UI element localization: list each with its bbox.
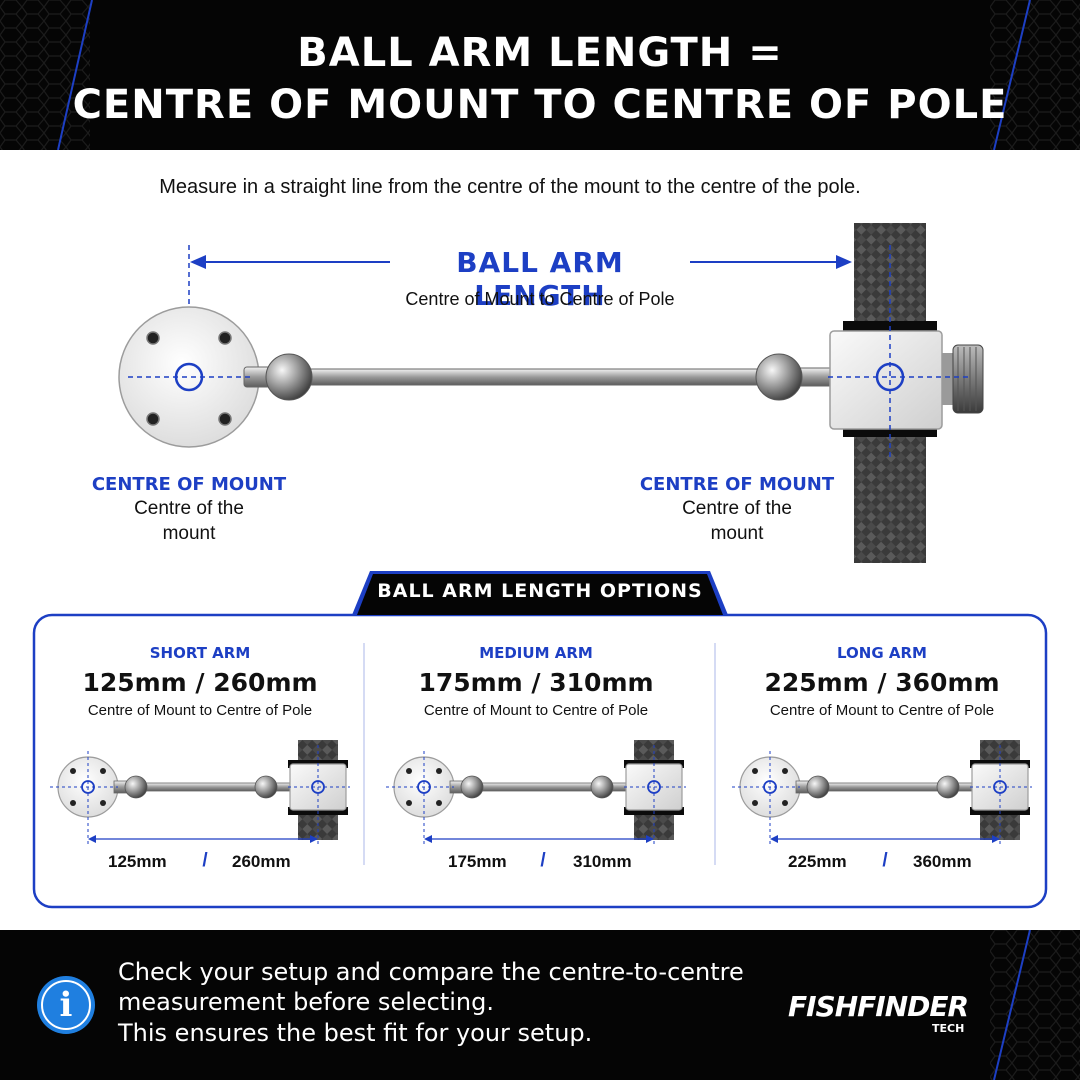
option-dim-sep: / <box>540 850 546 871</box>
mini-rod <box>813 782 995 792</box>
mini-mount-centre <box>81 780 95 794</box>
left-label-line1: Centre of the <box>134 498 244 519</box>
footer-hex-texture <box>37 930 1080 1080</box>
options-frame <box>32 571 1048 909</box>
mini-ball-right <box>590 775 614 799</box>
option-dim-a: 175mm <box>448 852 507 871</box>
dimension-arrow-right <box>836 255 852 269</box>
ball-left <box>265 353 313 401</box>
mini-pole-centre <box>993 780 1007 794</box>
header-banner: BALL ARM LENGTH = CENTRE OF MOUNT TO CEN… <box>0 0 1080 150</box>
option-dim-b: 260mm <box>232 852 291 871</box>
header-hex-texture <box>0 0 1080 150</box>
option-name: MEDIUM ARM <box>479 644 593 662</box>
options-tab <box>357 574 723 615</box>
mini-ball-right <box>936 775 960 799</box>
option-short-arm: SHORT ARM 125mm / 260mm Centre of Mount … <box>40 640 360 890</box>
option-dim-sep: / <box>882 850 888 871</box>
dimension-arrow-left <box>190 255 206 269</box>
option-dim-a: 225mm <box>788 852 847 871</box>
footer-line2: measurement before selecting. <box>118 988 494 1016</box>
options-tab-label: BALL ARM LENGTH OPTIONS <box>377 580 703 602</box>
option-name: SHORT ARM <box>149 644 251 662</box>
mini-pole-centre <box>647 780 661 794</box>
right-label-line2: mount <box>710 523 764 544</box>
left-label-line2: mount <box>162 523 216 544</box>
option-dim-a: 125mm <box>108 852 167 871</box>
header-title-line2: CENTRE OF MOUNT TO CENTRE OF POLE <box>72 82 1008 128</box>
option-size: 125mm / 260mm <box>82 668 318 697</box>
ball-arm-rod <box>289 368 771 386</box>
intro-text: Measure in a straight line from the cent… <box>159 176 861 198</box>
mini-ball-left <box>124 775 148 799</box>
option-long-arm: LONG ARM 225mm / 360mm Centre of Mount t… <box>722 640 1042 890</box>
option-medium-arm: MEDIUM ARM 175mm / 310mm Centre of Mount… <box>376 640 696 890</box>
option-mini-diagram <box>732 740 1032 847</box>
mini-ball-right <box>254 775 278 799</box>
option-desc: Centre of Mount to Centre of Pole <box>87 702 313 719</box>
option-desc: Centre of Mount to Centre of Pole <box>423 702 649 719</box>
option-desc: Centre of Mount to Centre of Pole <box>769 702 995 719</box>
footer-line3: This ensures the best fit for your setup… <box>118 1019 593 1047</box>
option-size: 175mm / 310mm <box>418 668 654 697</box>
main-diagram <box>118 223 984 563</box>
info-icon <box>37 976 95 1034</box>
option-dim-sep: / <box>202 850 208 871</box>
info-icon-glyph: i <box>59 985 73 1025</box>
mount-centre-marker <box>174 362 204 392</box>
option-name: LONG ARM <box>837 644 927 662</box>
mini-mount-centre <box>763 780 777 794</box>
option-dim-b: 360mm <box>913 852 972 871</box>
mini-ball-left <box>806 775 830 799</box>
mini-rod <box>467 782 649 792</box>
pole-clamp <box>829 330 943 430</box>
footer-banner: i Check your setup and compare the centr… <box>0 930 1080 1080</box>
pole-centre-marker <box>875 362 905 392</box>
diagram-subtitle: Centre of Mount to Centre of Pole <box>405 289 675 309</box>
right-label-line1: Centre of the <box>682 498 792 519</box>
footer-line1: Check your setup and compare the centre-… <box>118 958 744 986</box>
right-label-title: CENTRE OF MOUNT <box>639 474 835 495</box>
option-dim-b: 310mm <box>573 852 632 871</box>
diagram-title: BALL ARM LENGTH <box>456 246 624 312</box>
ball-right <box>755 353 803 401</box>
mini-mount-centre <box>417 780 431 794</box>
brand-logo: FISHFINDER <box>788 990 969 1023</box>
left-label-title: CENTRE OF MOUNT <box>91 474 287 495</box>
mini-ball-left <box>460 775 484 799</box>
mini-rod <box>131 782 313 792</box>
header-title-line1: BALL ARM LENGTH = <box>297 30 783 76</box>
brand-logo-sub: TECH <box>932 1022 965 1035</box>
option-mini-diagram <box>386 740 686 847</box>
option-mini-diagram <box>50 740 350 847</box>
option-size: 225mm / 360mm <box>764 668 1000 697</box>
mini-pole-centre <box>311 780 325 794</box>
